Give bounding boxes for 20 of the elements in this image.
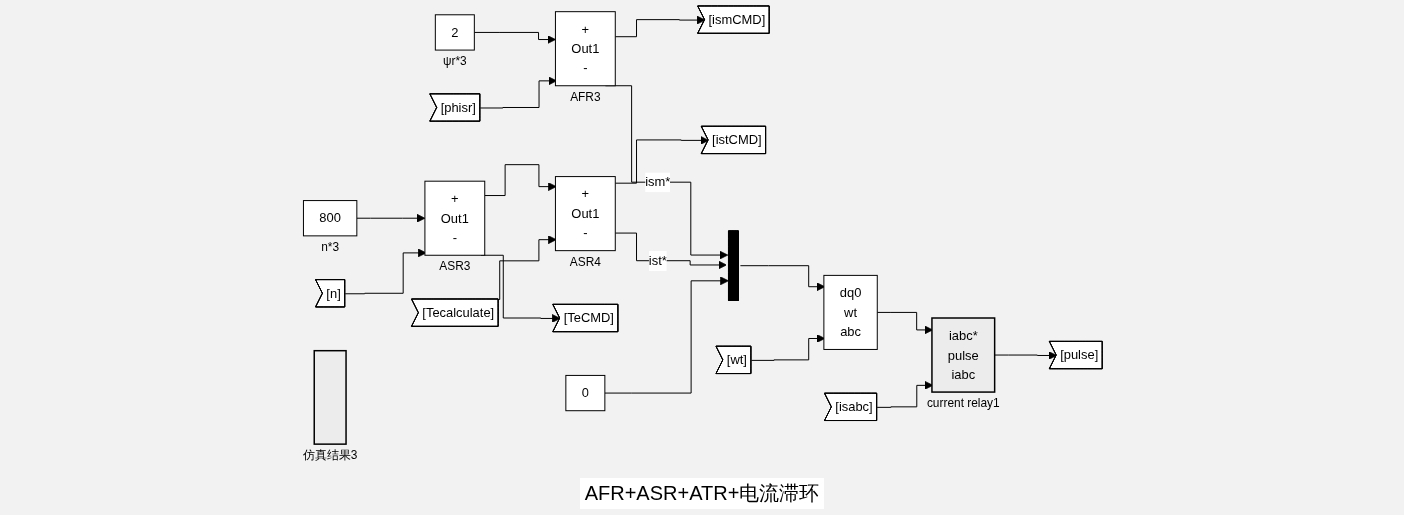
arrow: [356, 213, 426, 223]
annotation-text: AFR+ASR+ATR+电流滞环: [579, 478, 825, 509]
node-box: + Out1 -: [554, 11, 616, 87]
node-box: + Out1 -: [554, 176, 616, 252]
node-box: 0: [565, 374, 606, 412]
block-name: ASR4: [569, 254, 601, 269]
node-box: + Out1 -: [424, 180, 486, 256]
edge-label: ism*: [645, 174, 671, 190]
block-name: current relay1: [926, 396, 1000, 410]
block-name: ASR3: [439, 259, 471, 274]
edge-label: ist*: [648, 253, 667, 268]
block-name: ψr*3: [442, 54, 467, 68]
block-name: n*3: [321, 239, 339, 254]
node-box: [313, 349, 347, 445]
block-name: 仿真结果3: [302, 448, 358, 463]
node-box: iabc* pulse iabc: [931, 317, 996, 393]
block-name: AFR3: [570, 89, 601, 104]
node-box: 800: [302, 200, 358, 237]
node-box: dq0 wt abc: [823, 274, 878, 350]
node-box: 2: [434, 14, 475, 51]
